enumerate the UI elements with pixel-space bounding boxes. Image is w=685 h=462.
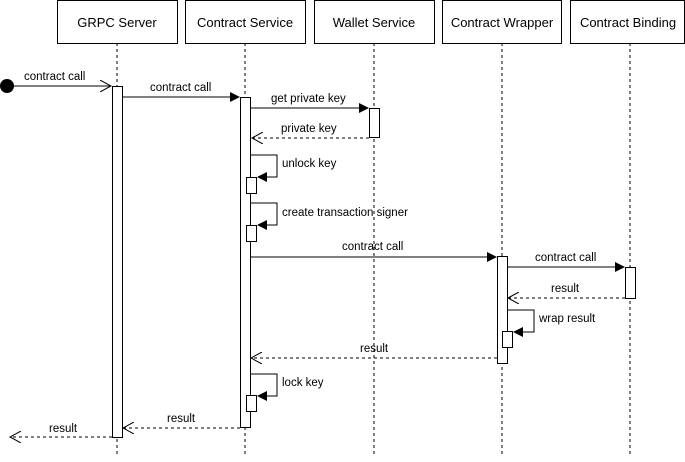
message-arrow-create-transaction-signer <box>251 202 278 230</box>
message-arrow-wrap-result <box>508 309 535 337</box>
participant-box-contract-service <box>185 0 306 44</box>
participant-box-contract-binding <box>570 0 685 44</box>
participant-label-contract-service: Contract Service <box>197 15 293 30</box>
participant-label-contract-wrapper: Contract Wrapper <box>451 15 554 30</box>
activation-contract-service <box>240 97 251 428</box>
participant-label-grpc-server: GRPC Server <box>77 15 157 30</box>
message-label-create-transaction-signer: create transaction signer <box>282 207 408 219</box>
message-arrow-unlock-key <box>251 154 278 182</box>
message-label-wrap-result: wrap result <box>538 313 596 325</box>
participant-box-contract-wrapper <box>442 0 562 44</box>
initial-call-dot <box>0 79 14 93</box>
activation-wallet-service <box>369 108 380 138</box>
activation-grpc-server <box>112 86 123 438</box>
message-label-incoming-contract-call: contract call <box>24 71 85 83</box>
message-label-result-to-grpc: result <box>167 413 196 425</box>
activation-unlock-key <box>246 177 257 194</box>
participant-label-contract-binding: Contract Binding <box>580 15 676 30</box>
message-label-get-private-key: get private key <box>271 93 346 105</box>
message-label-unlock-key: unlock key <box>282 158 337 170</box>
message-label-private-key: private key <box>281 123 337 135</box>
activation-contract-binding <box>625 267 636 299</box>
message-label-contract-call-to-service: contract call <box>150 82 211 94</box>
message-label-lock-key: lock key <box>282 377 324 389</box>
activation-contract-wrapper <box>497 256 508 364</box>
participant-box-grpc-server <box>57 0 178 44</box>
message-label-result-to-caller: result <box>49 423 78 435</box>
message-label-contract-call-to-wrapper: contract call <box>342 241 403 253</box>
participant-label-wallet-service: Wallet Service <box>333 15 416 30</box>
message-arrow-lock-key <box>251 373 278 401</box>
message-label-result-from-wrapper: result <box>360 343 389 355</box>
participant-box-wallet-service <box>314 0 435 44</box>
activation-create-signer <box>246 225 257 242</box>
message-label-result-from-binding: result <box>551 283 580 295</box>
activation-wrap-result <box>502 331 513 348</box>
activation-lock-key <box>246 395 257 412</box>
message-label-contract-call-to-binding: contract call <box>535 252 596 264</box>
